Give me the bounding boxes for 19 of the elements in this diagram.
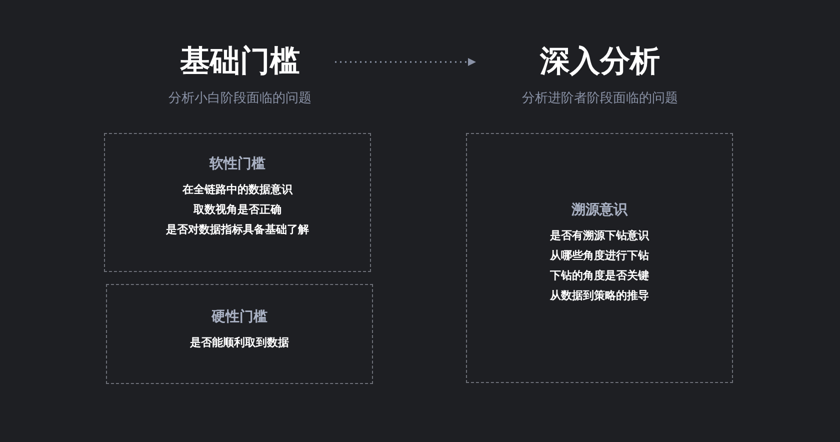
section-subtitle: 分析进阶者阶段面临的问题 [521, 90, 679, 108]
list-item: 取数视角是否正确 [194, 202, 282, 218]
list-item: 从数据到策略的推导 [550, 288, 649, 304]
text-box [106, 284, 373, 384]
box-heading: 硬性门槛 [212, 308, 268, 327]
list-item: 是否对数据指标具备基础了解 [166, 222, 309, 238]
text-box [104, 133, 371, 272]
text-box [466, 133, 733, 383]
section-title: 基础门槛 [179, 43, 301, 81]
box-heading: 软性门槛 [210, 154, 266, 174]
list-item: 是否有溯源下钻意识 [550, 228, 649, 244]
box-heading: 溯源意识 [572, 201, 628, 220]
list-item: 是否能顺利取到数据 [190, 335, 289, 351]
list-item: 在全链路中的数据意识 [182, 182, 292, 198]
arrow [335, 58, 476, 66]
section-subtitle: 分析小白阶段面临的问题 [168, 90, 312, 108]
list-item: 下钻的角度是否关键 [550, 268, 649, 284]
section-title: 深入分析 [538, 43, 661, 81]
list-item: 从哪些角度进行下钻 [550, 248, 649, 264]
